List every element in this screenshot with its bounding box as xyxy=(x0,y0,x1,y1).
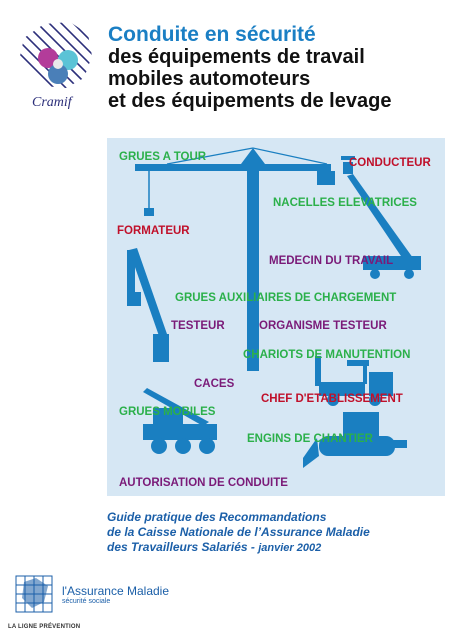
label-organisme-testeur: ORGANISME TESTEUR xyxy=(259,320,387,332)
org-name: l'Assurance Maladie xyxy=(62,584,170,598)
tagline: LA LIGNE PRÉVENTION xyxy=(8,624,81,630)
subtitle-line-1: Guide pratique des Recommandations xyxy=(107,510,327,524)
subtitle-line-3-text: des Travailleurs Salariés - xyxy=(107,540,259,554)
label-engins: ENGINS DE CHANTIER xyxy=(247,433,373,445)
title-line-1: Conduite en sécurité xyxy=(108,23,316,46)
label-nacelles: NACELLES ELEVATRICES xyxy=(273,197,417,209)
tower-crane-icon xyxy=(135,147,335,371)
illustration-panel: GRUES A TOUR CONDUCTEUR NACELLES ELEVATR… xyxy=(107,138,445,496)
machines-illustration xyxy=(127,147,421,468)
label-autorisation: AUTORISATION DE CONDUITE xyxy=(119,477,288,489)
publication-date: janvier 2002 xyxy=(258,542,322,554)
loader-crane-icon xyxy=(127,248,169,362)
subtitle-line-3: des Travailleurs Salariés - janvier 2002 xyxy=(107,540,447,556)
forklift-icon xyxy=(315,356,393,406)
title-line-3: mobiles automoteurs xyxy=(108,68,311,90)
label-grues-auxiliaires: GRUES AUXILIAIRES DE CHARGEMENT xyxy=(175,292,397,304)
document-title: Conduite en sécurité des équipements de … xyxy=(108,23,448,113)
label-conducteur: CONDUCTEUR xyxy=(349,157,431,169)
label-chariots: CHARIOTS DE MANUTENTION xyxy=(243,349,411,361)
label-medecin: MEDECIN DU TRAVAIL xyxy=(269,255,394,267)
label-testeur: TESTEUR xyxy=(171,320,225,332)
bulldozer-icon xyxy=(303,412,407,468)
label-chef: CHEF D'ETABLISSEMENT xyxy=(261,393,403,405)
aerial-lift-icon xyxy=(341,156,421,279)
label-grues-mobiles: GRUES MOBILES xyxy=(119,406,216,418)
label-caces: CACES xyxy=(194,378,235,390)
cramif-logo: Cramif xyxy=(14,16,98,112)
cramif-logo-text: Cramif xyxy=(32,95,74,110)
title-line-4: et des équipements de levage xyxy=(108,90,392,112)
mobile-crane-icon xyxy=(143,388,217,454)
assurance-maladie-logo xyxy=(10,572,200,622)
label-grues-a-tour: GRUES A TOUR xyxy=(119,151,207,163)
subtitle-line-2: de la Caisse Nationale de l’Assurance Ma… xyxy=(107,525,370,539)
org-subtitle: sécurité sociale xyxy=(62,598,111,605)
subtitle: Guide pratique des Recommandations de la… xyxy=(107,510,447,556)
label-formateur: FORMATEUR xyxy=(117,225,190,237)
title-line-2: des équipements de travail xyxy=(108,46,365,68)
